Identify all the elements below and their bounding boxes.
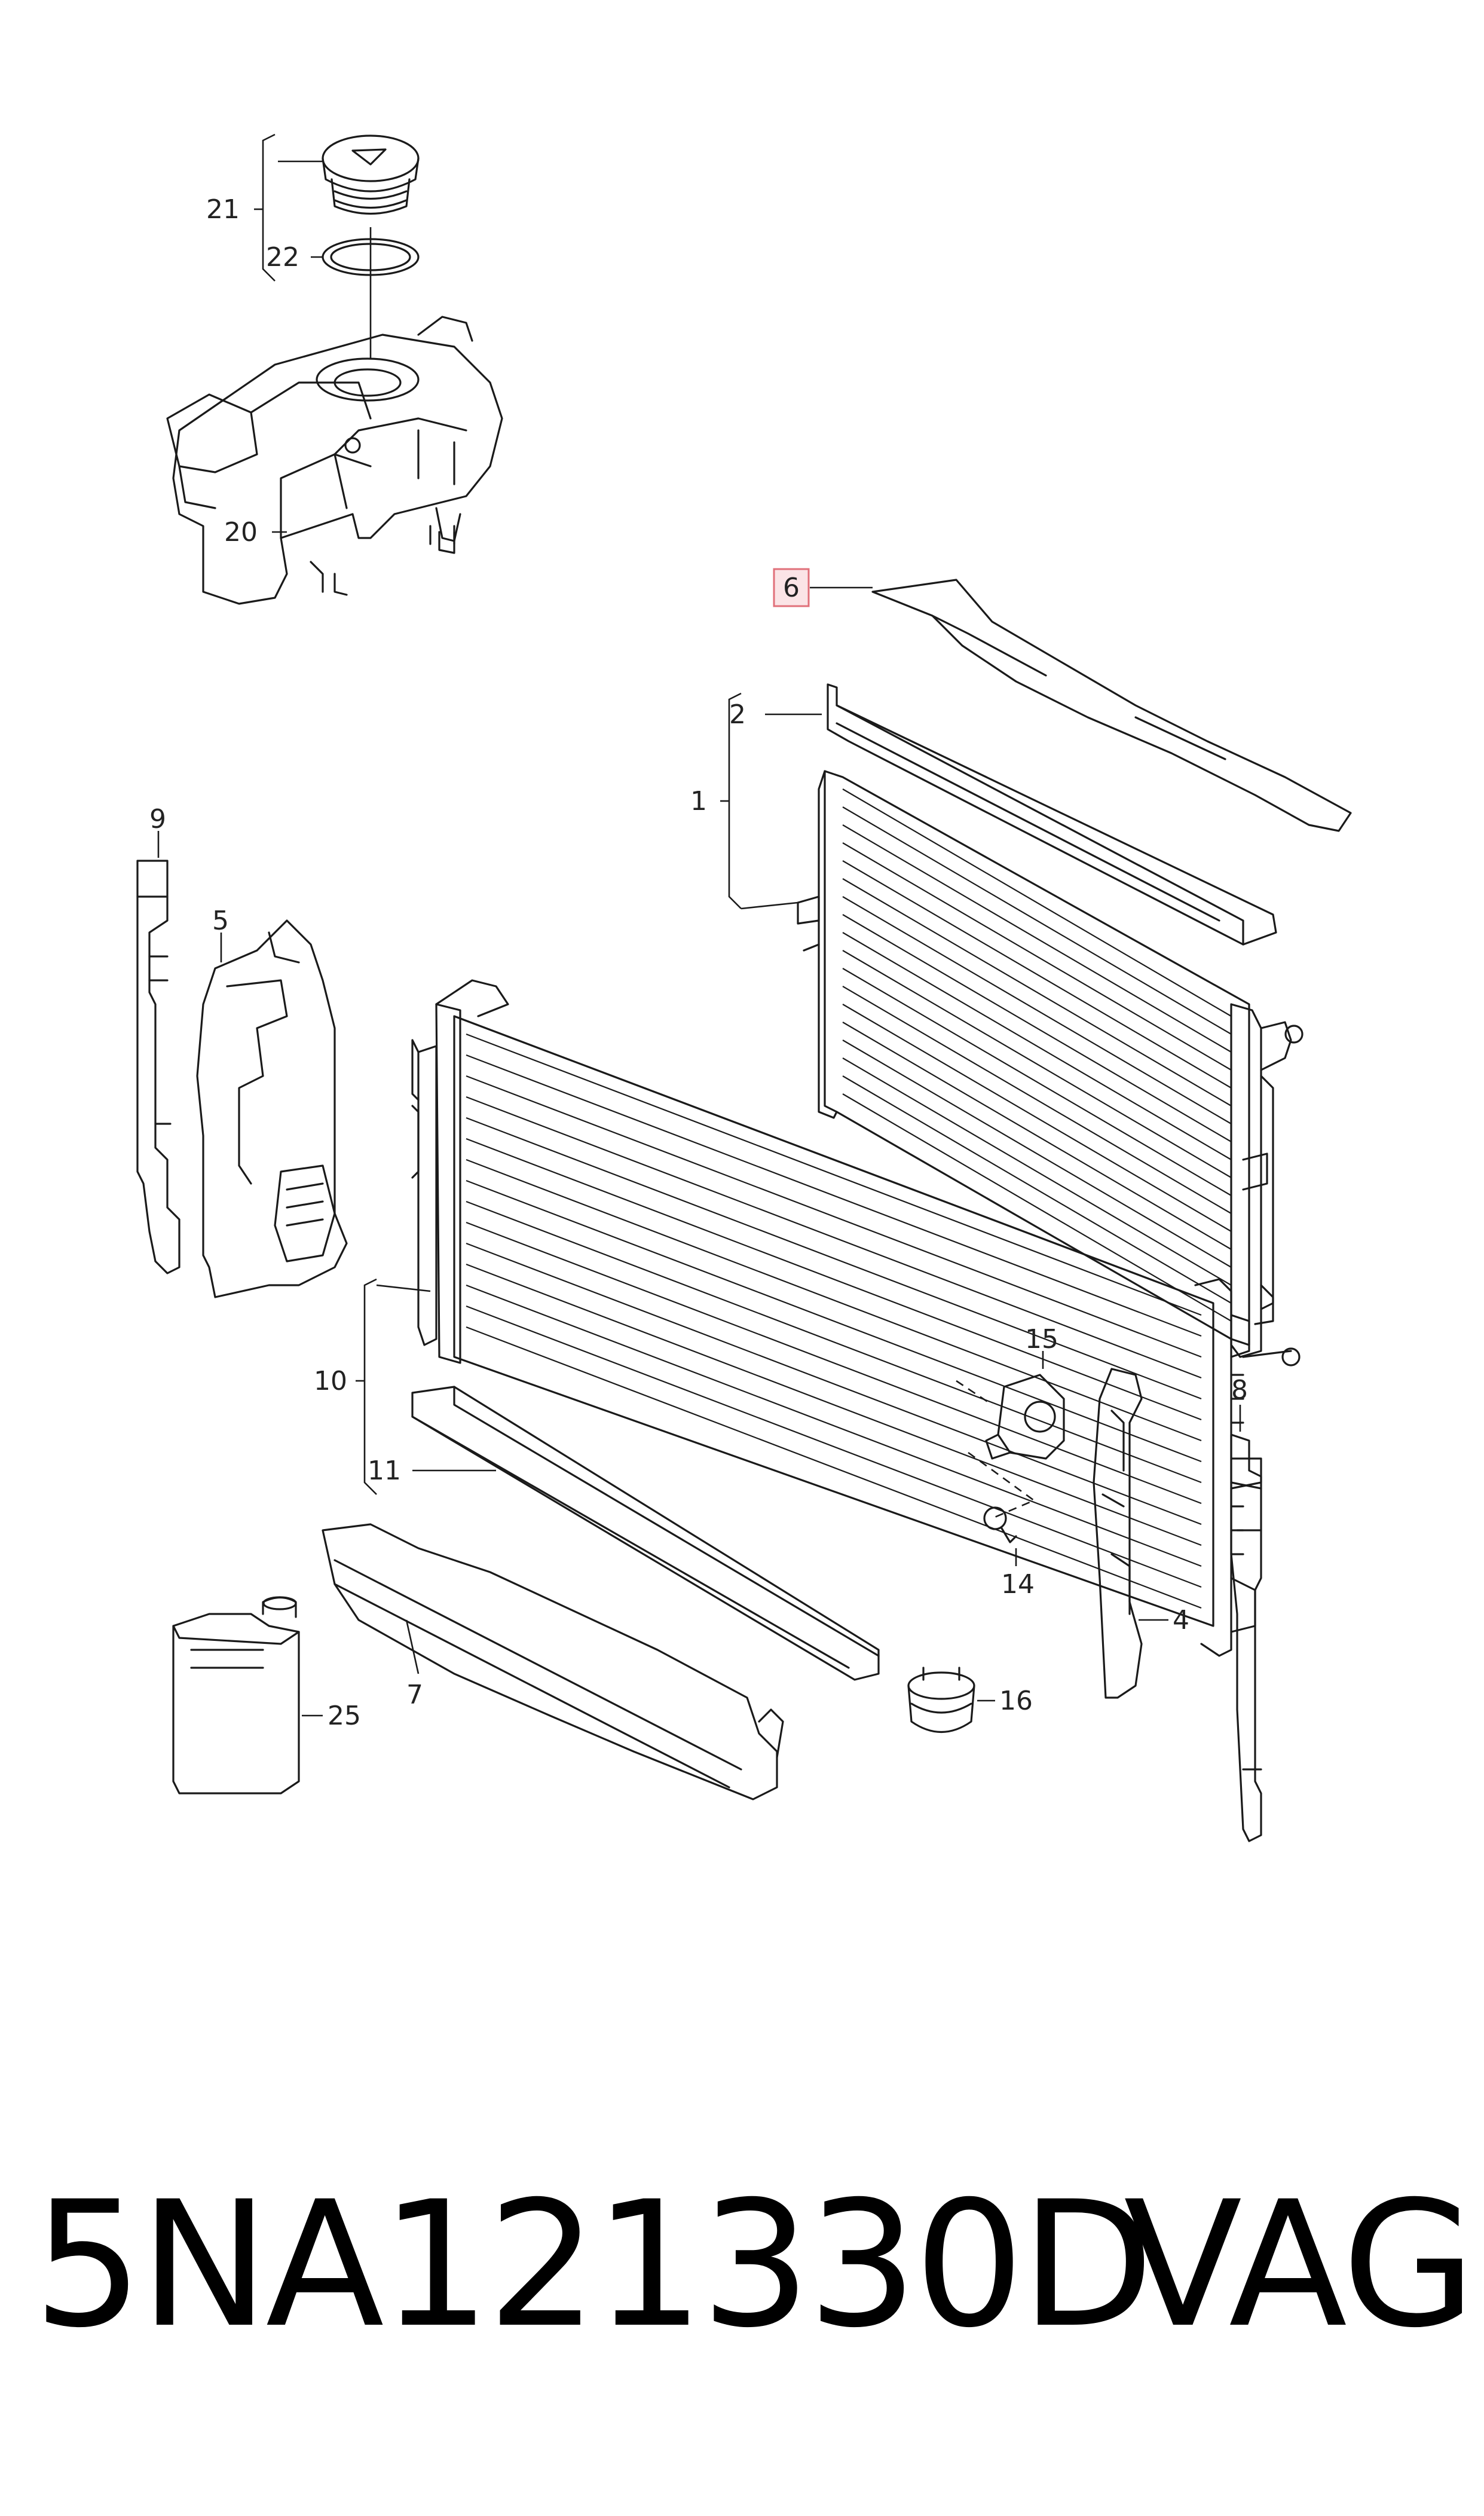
callout-2: 2 — [729, 699, 746, 730]
callout-22: 22 — [266, 242, 299, 273]
callout-6-highlight-box — [773, 568, 810, 607]
callout-9: 9 — [149, 804, 166, 834]
left-side-seal — [136, 860, 180, 1274]
callout-5: 5 — [212, 906, 229, 936]
lower-air-guide — [322, 1523, 784, 1800]
radiator-fins — [466, 788, 1232, 1609]
callout-4: 4 — [1173, 1605, 1189, 1635]
callout-6: 6 — [783, 573, 800, 603]
right-side-seal — [1230, 1433, 1262, 1842]
condenser-assembly — [797, 770, 1304, 1358]
coolant-bottle — [172, 1596, 300, 1794]
expansion-tank-cap — [322, 134, 420, 215]
left-air-guide — [196, 919, 348, 1298]
brand-name: VAG — [1124, 2165, 1476, 2366]
callout-7: 7 — [406, 1680, 423, 1710]
radiator-top-seal — [871, 579, 1352, 832]
callout-8: 8 — [1231, 1375, 1248, 1405]
radiator-assembly — [411, 979, 1301, 1657]
radiator-side-seal — [827, 683, 1277, 946]
callout-1: 1 — [690, 786, 707, 817]
callout-10: 10 — [314, 1366, 347, 1396]
callout-15: 15 — [1025, 1324, 1058, 1355]
radiator-lower-seal — [411, 1386, 880, 1681]
callout-16: 16 — [999, 1686, 1033, 1716]
callout-20: 20 — [224, 517, 258, 548]
callout-14: 14 — [1001, 1569, 1035, 1600]
coolant-expansion-tank — [166, 316, 503, 605]
parts-diagram: 1 2 4 5 6 7 8 9 10 11 14 15 16 20 21 22 … — [136, 133, 1352, 1842]
part-number: 5NA121330D — [33, 2165, 1154, 2366]
radiator-bracket — [985, 1374, 1065, 1460]
callout-25: 25 — [328, 1701, 361, 1731]
right-air-guide — [1093, 1368, 1143, 1699]
rubber-mount — [907, 1667, 975, 1733]
mounting-screw — [983, 1506, 1017, 1543]
callout-21: 21 — [206, 194, 240, 225]
callout-11: 11 — [368, 1456, 401, 1486]
